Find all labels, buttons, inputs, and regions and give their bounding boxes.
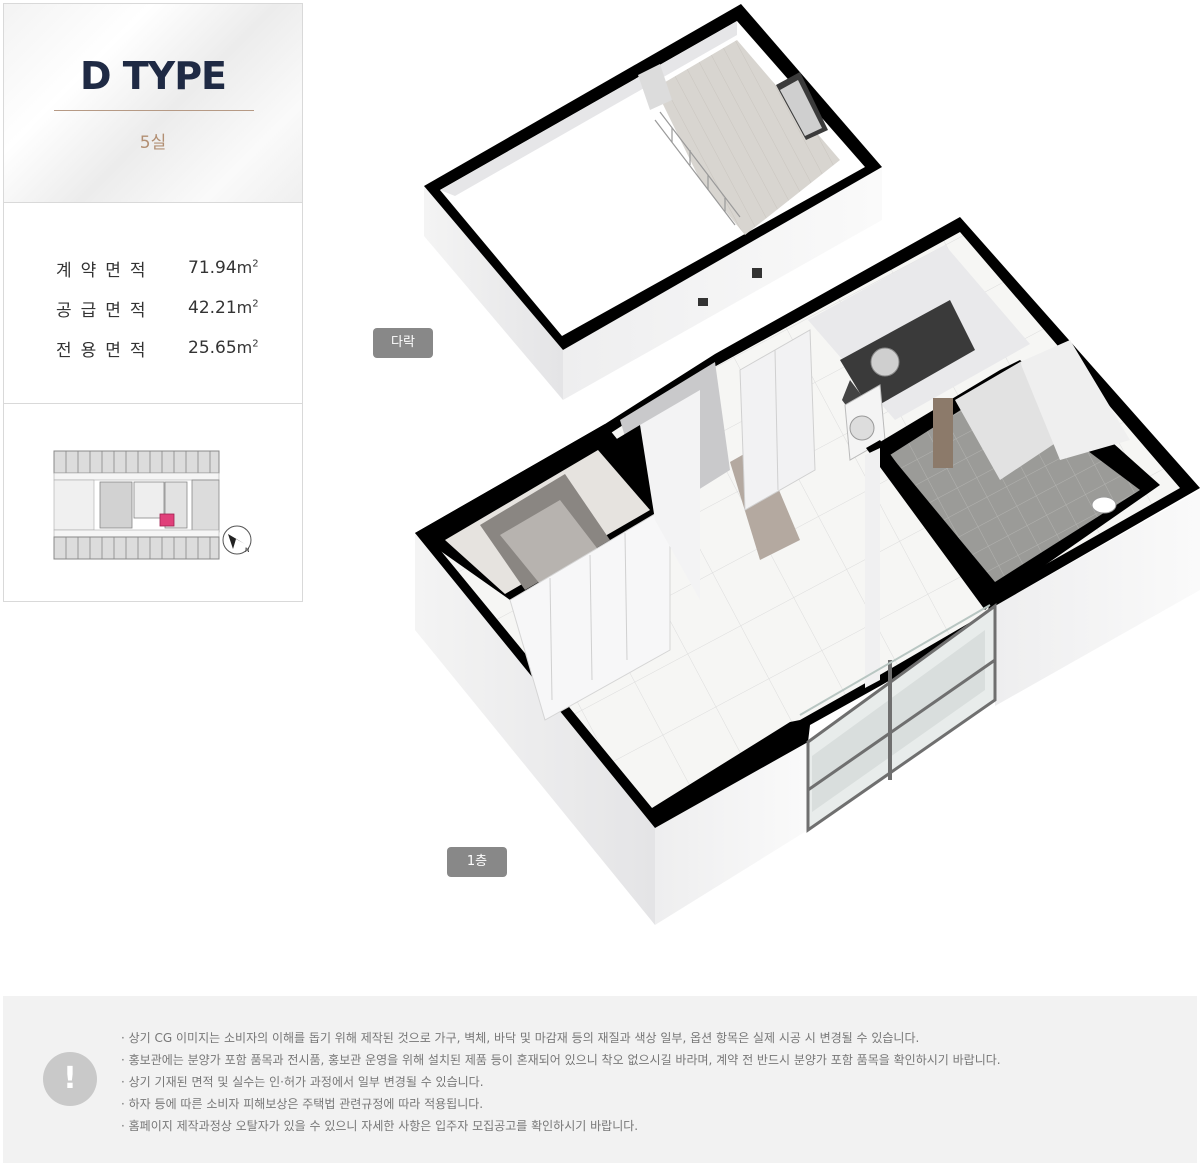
- area-value: 71.94m2: [188, 258, 259, 278]
- notice-item: · 상기 CG 이미지는 소비자의 이해를 돕기 위해 제작된 것으로 가구, …: [121, 1031, 920, 1045]
- svg-text:N: N: [245, 547, 250, 554]
- area-row-contract: 계약면적 71.94m2: [4, 248, 302, 288]
- key-plan-map: N: [53, 450, 252, 560]
- area-label: 계약면적: [56, 260, 155, 281]
- area-value: 25.65m2: [188, 338, 259, 358]
- notice-item: · 홍보관에는 분양가 포함 품목과 전시품, 홍보관 운영을 위해 설치된 제…: [121, 1053, 1001, 1067]
- compass-icon: N: [222, 525, 252, 555]
- key-plan: N: [4, 404, 302, 601]
- type-title: D TYPE: [79, 54, 227, 98]
- area-table: 계약면적 71.94m2 공급면적 42.21m2 전용면적 25.65m2: [4, 203, 302, 404]
- highlighted-unit: [159, 513, 175, 527]
- attic-label: 다락: [373, 328, 433, 358]
- disclaimer-notice: ! · 상기 CG 이미지는 소비자의 이해를 돕기 위해 제작된 것으로 가구…: [3, 996, 1197, 1163]
- area-label: 전용면적: [56, 340, 155, 361]
- notice-item: · 홈페이지 제작과정상 오탈자가 있을 수 있으니 자세한 사항은 입주자 모…: [121, 1119, 639, 1133]
- first-floor: [415, 217, 1200, 925]
- notice-item: · 상기 기재된 면적 및 실수는 인·허가 과정에서 일부 변경될 수 있습니…: [121, 1075, 484, 1089]
- unit-count: 5실: [139, 133, 167, 153]
- attic-floor: [424, 4, 882, 400]
- floor-plan-render: [415, 4, 1200, 925]
- title-divider: [54, 110, 254, 111]
- first-floor-label: 1층: [447, 847, 507, 877]
- notice-list: · 상기 CG 이미지는 소비자의 이해를 돕기 위해 제작된 것으로 가구, …: [121, 1027, 1001, 1137]
- warning-icon: !: [43, 1052, 97, 1106]
- unit-info-panel: D TYPE 5실 계약면적 71.94m2 공급면적 42.21m2 전용면적…: [3, 3, 303, 602]
- notice-item: · 하자 등에 따른 소비자 피해보상은 주택법 관련규정에 따라 적용됩니다.: [121, 1097, 484, 1111]
- area-row-exclusive: 전용면적 25.65m2: [4, 328, 302, 368]
- area-label: 공급면적: [56, 300, 155, 321]
- area-value: 42.21m2: [188, 298, 259, 318]
- type-header: D TYPE 5실: [4, 4, 302, 203]
- area-row-supply: 공급면적 42.21m2: [4, 288, 302, 328]
